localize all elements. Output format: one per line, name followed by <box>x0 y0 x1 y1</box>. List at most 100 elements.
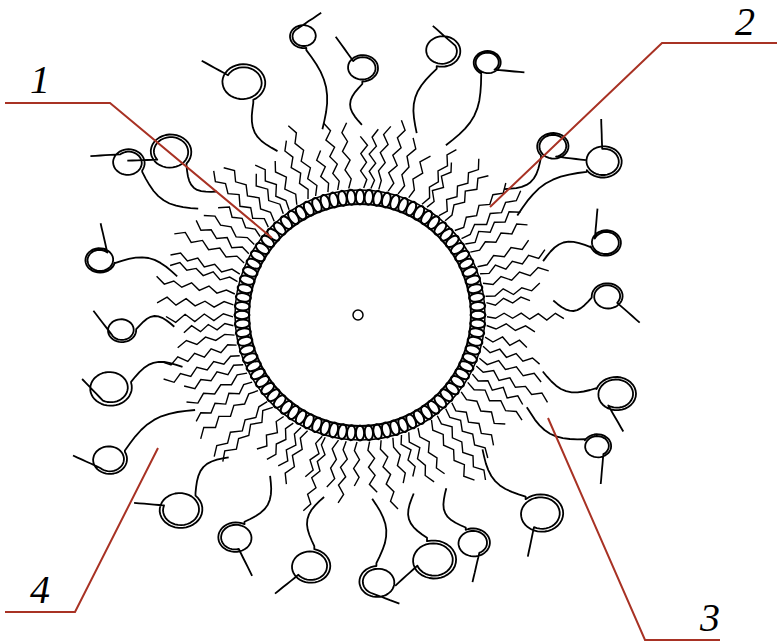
hydrocarbon-chain <box>184 324 234 333</box>
hydrocarbon-chain <box>368 442 377 493</box>
hydrocarbon-chain <box>486 297 530 305</box>
hydrocarbon-chain <box>166 314 233 323</box>
hydrocarbon-chain <box>452 403 494 446</box>
coiled-chain <box>359 499 399 604</box>
coiled-chain <box>127 135 216 192</box>
hydrocarbon-chain <box>379 126 391 189</box>
hydrocarbon-chain <box>255 165 289 210</box>
hydrocarbon-chain <box>338 441 347 503</box>
coil-ring <box>259 233 276 249</box>
leader-line <box>490 43 777 207</box>
hydrocarbon-chain <box>487 313 564 320</box>
hydrocarbon-chain <box>486 283 540 296</box>
hydrocarbon-chain <box>275 161 297 205</box>
hydrocarbon-chain <box>432 420 475 480</box>
hydrocarbon-chain <box>285 431 307 485</box>
hydrocarbon-chain <box>470 224 527 252</box>
coiled-chain <box>82 362 182 406</box>
hydrocarbon-chain <box>257 417 284 450</box>
leader-line <box>5 103 272 238</box>
coil-ring <box>356 426 364 441</box>
hydrocarbon-chain <box>196 382 252 421</box>
hydrocarbon-chain <box>354 442 360 486</box>
hydrocarbon-chain <box>303 437 325 511</box>
hydrocarbon-chain <box>267 423 293 459</box>
hydrocarbon-chain <box>445 176 488 221</box>
coil-ring <box>235 311 250 319</box>
leader-line <box>548 418 720 640</box>
coil-ring <box>235 319 251 329</box>
coiled-chain <box>90 149 198 209</box>
coiled-chain <box>275 497 330 594</box>
hydrocarbon-chain <box>422 150 456 205</box>
coil-ring <box>364 425 374 441</box>
hydrocarbon-chain <box>201 391 258 439</box>
hydrocarbon-chain <box>427 163 451 208</box>
coiled-chain <box>73 410 195 474</box>
coiled-chain <box>85 223 177 276</box>
hydrocarbon-chain <box>288 126 317 196</box>
coil-ring <box>346 190 356 206</box>
hydrocarbon-chain <box>214 171 269 227</box>
hydrocarbon-chain <box>388 120 405 191</box>
coiled-chain <box>413 26 460 133</box>
coil-ring <box>278 399 294 416</box>
hydrocarbon-chain <box>342 123 351 189</box>
hydrocarbon-chain <box>487 324 535 332</box>
callout-number: 4 <box>30 570 50 610</box>
hydrocarbon-chain <box>393 438 405 484</box>
coiled-chain <box>483 449 564 556</box>
callout-number: 2 <box>735 2 755 42</box>
coiled-chain <box>336 37 378 125</box>
hydrocarbon-chain <box>305 436 322 477</box>
hydrocarbon-chain <box>184 365 243 389</box>
hydrocarbon-chain <box>418 428 445 474</box>
hydrocarbon-chain <box>437 416 485 480</box>
coil-ring <box>444 381 461 397</box>
coiled-chain <box>218 476 271 576</box>
hydrocarbon-chain <box>439 159 479 216</box>
coiled-chain <box>446 51 525 145</box>
micelle-core <box>249 204 471 426</box>
coil-ring <box>235 301 251 311</box>
coiled-chain <box>527 407 611 484</box>
hydrocarbon-chain <box>485 337 527 348</box>
coil-ring <box>471 311 486 319</box>
core-outline <box>235 190 485 440</box>
hydrocarbon-chain <box>278 428 301 466</box>
hydrocarbon-chain <box>214 402 267 457</box>
coiled-chain <box>543 209 621 261</box>
coiled-chain <box>553 283 639 322</box>
coiled-chain <box>395 494 456 586</box>
coil-ring <box>426 214 442 231</box>
coiled-chain <box>290 13 327 129</box>
hydrocarbon-chain <box>360 136 367 188</box>
coil-ring <box>470 301 486 311</box>
hydrocarbon-chain <box>478 240 529 267</box>
hydrocarbon-chain <box>327 440 339 487</box>
coiled-chain <box>202 61 278 151</box>
hydrocarbon-chain <box>465 212 520 244</box>
hydrocarbon-chain <box>455 183 506 231</box>
coil-ring <box>346 425 356 441</box>
hydrocarbon-chain <box>157 297 233 307</box>
center-dot <box>353 310 363 320</box>
hydrocarbon-chain <box>161 345 236 365</box>
coil-ring <box>364 190 374 206</box>
hydrocarbon-chain <box>204 216 255 245</box>
coil-ring <box>356 190 364 205</box>
hydrocarbon-chain <box>324 123 340 190</box>
hydrocarbon-chain <box>317 151 329 193</box>
hydrocarbon-chain <box>178 334 235 347</box>
hydrocarbon-chain <box>483 346 539 364</box>
hydrocarbon-chain <box>285 141 308 200</box>
hydrocarbon-chain <box>409 156 431 198</box>
hydrocarbon-chain <box>380 440 398 509</box>
hydrocarbon-chain <box>256 174 283 214</box>
coiled-chain <box>543 372 636 432</box>
leader-line <box>5 448 158 612</box>
coil-ring <box>470 319 486 329</box>
hydrocarbon-chain <box>369 129 378 188</box>
